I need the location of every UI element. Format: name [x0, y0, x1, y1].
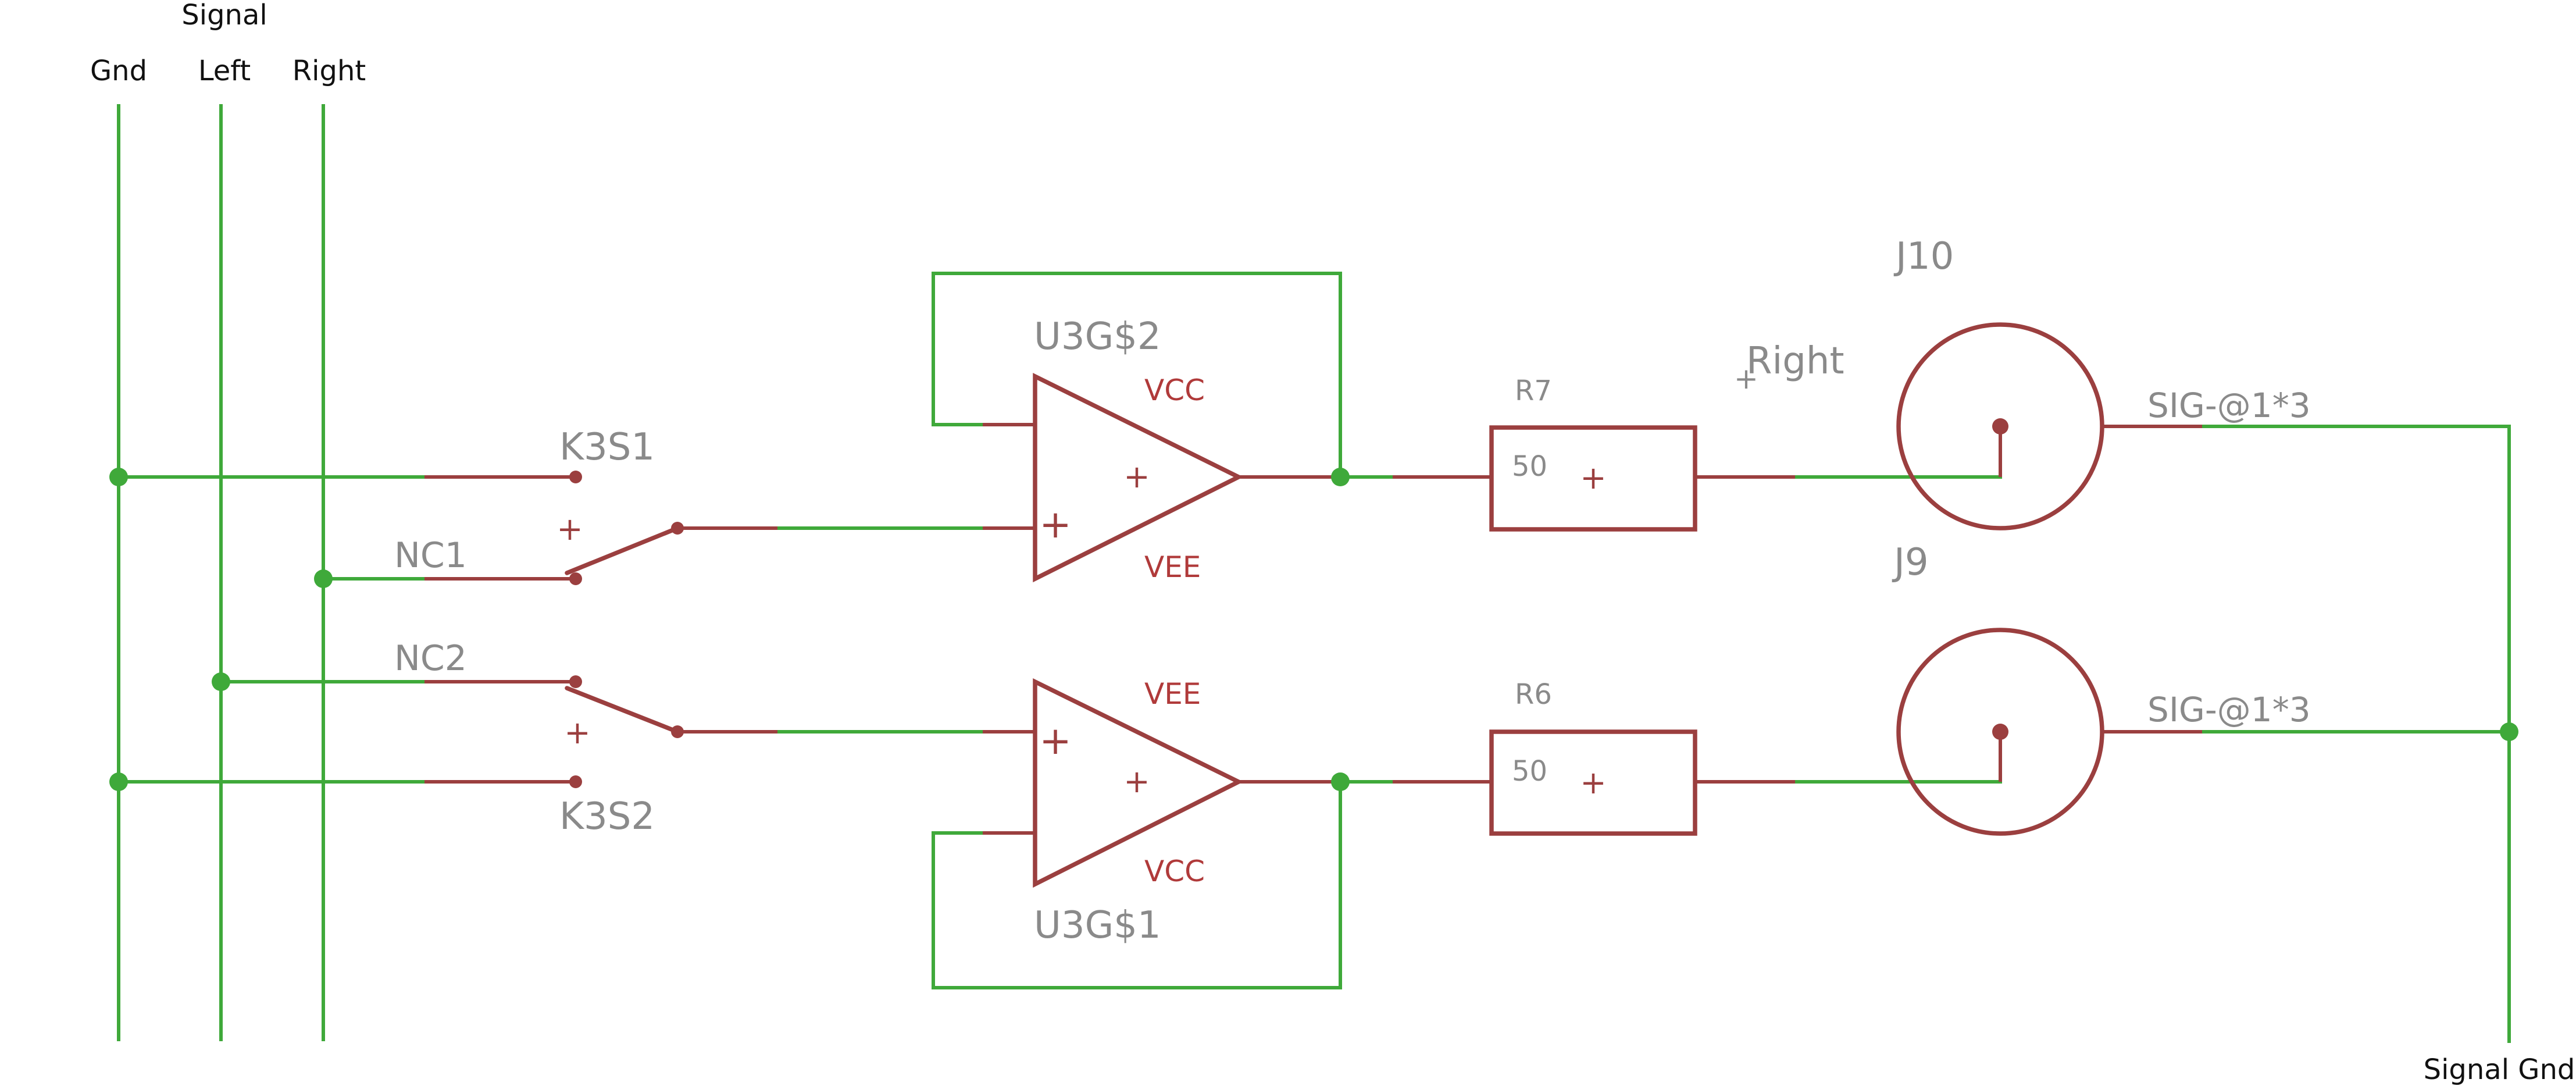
signal-gnd-junction [2500, 722, 2518, 741]
right-bus-label: Right [292, 55, 366, 87]
bus-junctions [109, 468, 333, 791]
u3g1-center-plus: + [1123, 763, 1150, 800]
u3g1-triangle [1033, 678, 1244, 888]
j10-to-signal-gnd-wire[interactable] [2202, 425, 2511, 734]
u3g1-noninv-plus: + [1039, 718, 1071, 763]
u3g2-center-plus: + [1123, 458, 1150, 495]
right-junction [314, 569, 333, 588]
jack-j9[interactable]: J9 SIG-@1*3 [1795, 541, 2511, 836]
r7-label: R7 [1515, 375, 1552, 407]
resistor-r6[interactable]: R6 50 + [1339, 678, 1797, 836]
u3g2-noninv-plus: + [1039, 502, 1071, 547]
bus-wires [117, 104, 325, 1041]
relay-k3s1[interactable]: K3S1 NC1 + [117, 426, 779, 585]
opamp-u3g1[interactable]: + + U3G$1 VEE VCC [777, 677, 1342, 989]
r6-label: R6 [1515, 678, 1552, 711]
r7-value: 50 [1512, 450, 1547, 483]
k3s2-no-contact [569, 775, 582, 788]
relay-k3s2[interactable]: NC2 K3S2 + [117, 638, 779, 838]
k3s1-plus-mark: + [556, 511, 583, 547]
jack-j10[interactable]: J10 SIG-@1*3 [1795, 235, 2511, 734]
k3s1-switch-arm [565, 526, 680, 575]
u3g1-vcc-label: VCC [1144, 854, 1205, 888]
k3s1-no-contact [569, 471, 582, 483]
j10-pin-label: SIG-@1*3 [2147, 386, 2311, 425]
u3g1-vee-label: VEE [1144, 677, 1201, 711]
r6-value: 50 [1512, 755, 1547, 788]
nc2-label: NC2 [394, 638, 467, 679]
u3g1-label: U3G$1 [1034, 904, 1161, 947]
signal-gnd-label: Signal Gnd [2424, 1053, 2575, 1086]
r7-plus-mark: + [1580, 460, 1606, 496]
u3g2-feedback-wire[interactable] [932, 272, 1342, 479]
u3g1-feedback-wire[interactable] [932, 780, 1342, 989]
k3s1-label: K3S1 [559, 426, 655, 469]
u3g2-triangle [1033, 372, 1244, 583]
j9-pin-label: SIG-@1*3 [2147, 690, 2311, 729]
opamp-u3g2[interactable]: + + U3G$2 VCC VEE [777, 272, 1342, 584]
u3g2-vcc-label: VCC [1144, 373, 1205, 407]
r6-plus-mark: + [1580, 764, 1606, 801]
resistor-r7[interactable]: R7 50 + [1339, 375, 1797, 532]
u3g2-label: U3G$2 [1034, 315, 1161, 358]
j9-label: J9 [1892, 541, 1929, 584]
left-junction [212, 672, 230, 691]
gnd-junction-bottom [109, 772, 128, 791]
right-net-plus: + [1734, 362, 1758, 396]
j10-label: J10 [1893, 235, 1954, 278]
u3g2-vee-label: VEE [1144, 550, 1201, 584]
k3s2-plus-mark: + [564, 714, 590, 751]
left-bus-label: Left [198, 55, 251, 87]
k3s2-switch-arm [565, 686, 680, 734]
j10-tip-dot [1992, 418, 2008, 435]
right-net-label: Right [1746, 340, 1844, 383]
nc2-contact [569, 675, 582, 688]
k3s2-label: K3S2 [559, 795, 655, 838]
gnd-bus-label: Gnd [90, 55, 147, 87]
nc1-contact [569, 572, 582, 585]
j9-tip-dot [1992, 724, 2008, 740]
nc1-label: NC1 [394, 535, 467, 576]
signal-group-label: Signal [181, 0, 267, 31]
gnd-junction-top [109, 468, 128, 486]
